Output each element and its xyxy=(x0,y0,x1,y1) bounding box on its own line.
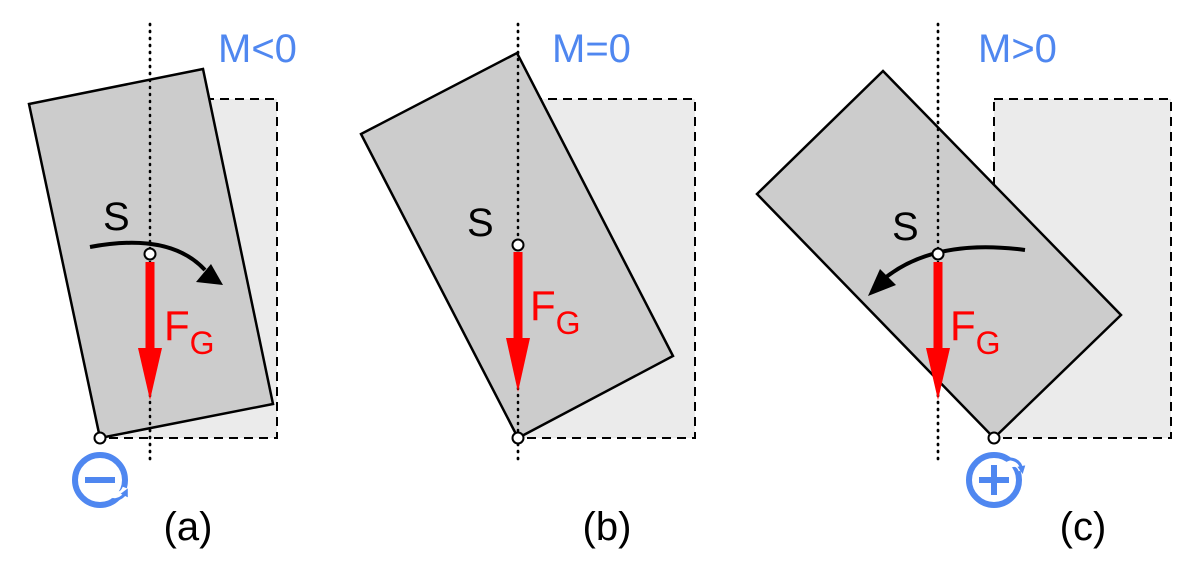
moment-label: M<0 xyxy=(218,27,297,71)
plus-rotation-icon xyxy=(966,452,1026,508)
panel-caption: (b) xyxy=(583,505,632,549)
force-label: FG xyxy=(164,302,215,361)
center-label: S xyxy=(892,205,919,249)
gravity-force-arrowhead xyxy=(926,348,950,400)
gravity-force-arrowhead xyxy=(138,348,162,400)
rotation-arrowhead xyxy=(868,269,896,296)
panel-b: M=0 S FG (b) xyxy=(359,22,696,549)
rotation-arrow-clockwise xyxy=(89,240,207,272)
panel-a: M<0 S FG (a) xyxy=(27,22,297,549)
center-label: S xyxy=(103,195,130,239)
center-of-gravity-point xyxy=(511,238,525,252)
pivot-point xyxy=(511,431,525,445)
rotation-arrow-counterclockwise xyxy=(883,245,1026,280)
gravity-force-arrowhead xyxy=(506,338,530,392)
moment-label: M=0 xyxy=(552,27,631,71)
center-of-gravity-point xyxy=(143,247,157,261)
panel-caption: (a) xyxy=(164,505,213,549)
pivot-point xyxy=(93,431,107,445)
panel-caption: (c) xyxy=(1060,505,1107,549)
center-of-gravity-point xyxy=(931,247,945,261)
force-label: FG xyxy=(950,302,1001,361)
minus-rotation-icon xyxy=(72,452,130,508)
rotation-arrowhead xyxy=(196,264,223,285)
center-label: S xyxy=(467,201,494,245)
panel-c: M>0 S FG (c) xyxy=(755,22,1172,549)
pivot-point xyxy=(987,431,1001,445)
moment-label: M>0 xyxy=(978,27,1057,71)
force-label: FG xyxy=(530,282,581,341)
